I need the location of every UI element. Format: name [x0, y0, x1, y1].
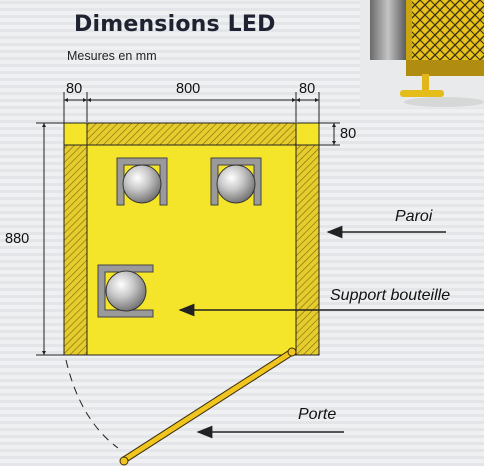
- bottle-1: [122, 164, 162, 204]
- left-wall: [63, 144, 88, 356]
- callout-lines: [178, 225, 484, 439]
- door-hinge: [287, 347, 297, 357]
- door: [119, 347, 297, 466]
- bottle-2: [216, 164, 256, 204]
- bottle-holder-2: [210, 157, 262, 206]
- cabinet-photo: [360, 0, 484, 108]
- door-swing-arc: [65, 359, 119, 449]
- right-wall: [295, 144, 320, 356]
- callout-bottle-holder: Support bouteille: [330, 287, 451, 304]
- dim-left-wall: 80: [66, 81, 83, 97]
- back-wall: [86, 122, 297, 146]
- diagram-title: Dimensions LED: [74, 12, 276, 37]
- door-handle: [119, 456, 129, 466]
- bottle-holder-3: [97, 264, 154, 318]
- cabinet-floor: [63, 122, 320, 356]
- callout-door: Porte: [298, 406, 337, 423]
- dim-inner-width: 800: [176, 81, 201, 97]
- diagram-subtitle: Mesures en mm: [67, 49, 157, 63]
- bottle-3: [105, 270, 147, 312]
- dim-right-wall: 80: [299, 81, 316, 97]
- bottle-holder-1: [116, 157, 168, 206]
- dim-depth: 880: [5, 231, 30, 247]
- callout-wall: Paroi: [395, 208, 433, 225]
- dim-back-wall: 80: [340, 126, 357, 142]
